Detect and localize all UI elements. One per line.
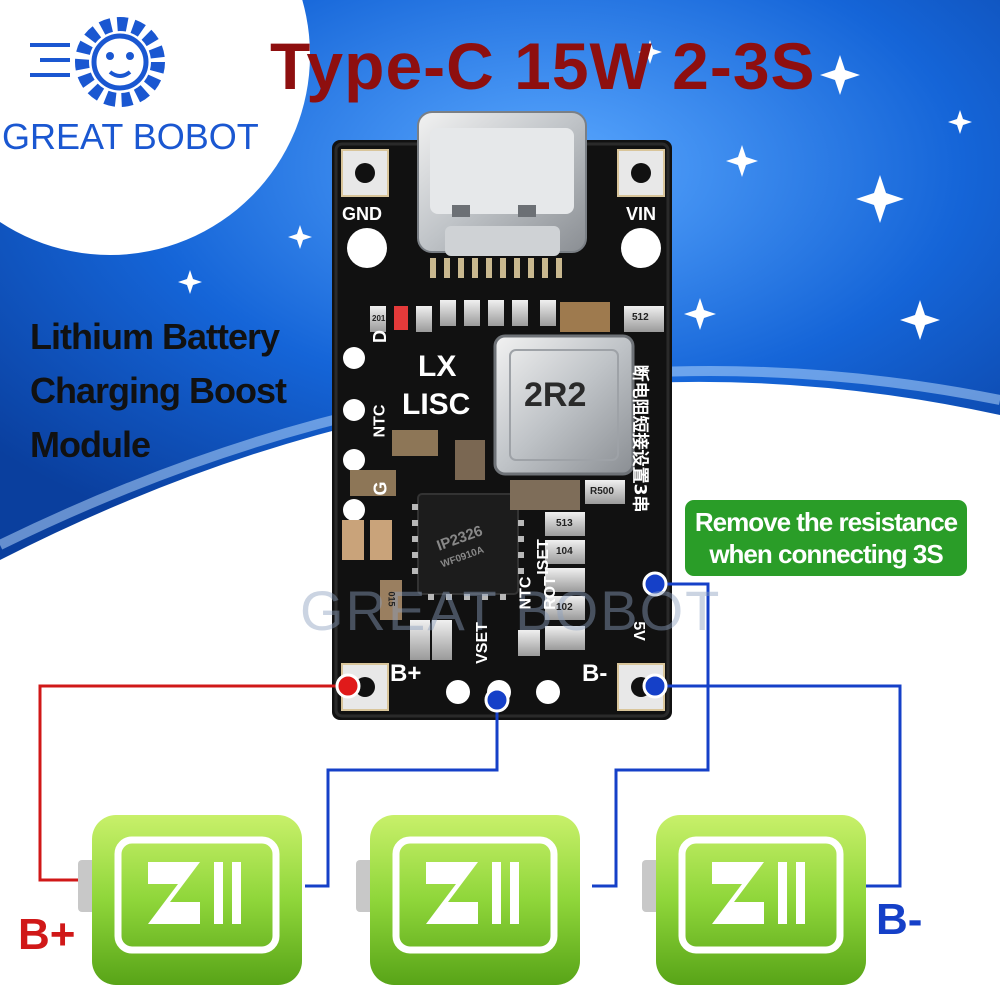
battery-2 (356, 815, 580, 985)
red-led (394, 306, 408, 330)
brand-watermark: GREAT BOBOT (300, 579, 722, 642)
pad-label-b-plus: B+ (390, 660, 422, 687)
ic-chip (412, 493, 524, 600)
smd-components (342, 300, 664, 660)
silk-r201: 201 (372, 314, 386, 323)
usb-pins (430, 258, 562, 278)
usb-c-connector (417, 111, 587, 256)
gear-robot-icon (30, 17, 165, 107)
pad-label-vin: VIN (626, 204, 657, 224)
wiring (38, 582, 902, 888)
battery-1 (78, 815, 302, 985)
pad-label-ntc: NTC (371, 404, 389, 438)
battery-charging-icon (148, 862, 805, 924)
silk-cn-label: 断电阻短接设置3串 (629, 364, 650, 513)
inductor-marking: 2R2 (524, 376, 587, 414)
silk-r513: 513 (556, 518, 573, 529)
battery-positive-label: B+ (18, 910, 76, 959)
gnd-pad (347, 228, 387, 268)
battery-negative-label: B- (876, 895, 923, 944)
pad-label-b-minus: B- (582, 660, 608, 687)
description-line-3: Module (30, 424, 151, 465)
pad-label-gnd: GND (342, 204, 382, 224)
silk-ntc: NTC (517, 576, 535, 610)
silk-r015: 015 (386, 591, 397, 607)
description-line-1: Lithium Battery (30, 316, 280, 357)
brand-name: GREAT BOBOT (2, 116, 259, 157)
left-edge-pads (343, 347, 365, 521)
callout-line-1: Remove the resistance (694, 507, 958, 537)
pad-label-d: D (370, 330, 390, 343)
silk-r104: 104 (556, 546, 573, 557)
silk-lx: LX (418, 350, 457, 383)
silk-5v: 5V (629, 621, 647, 641)
description-line-2: Charging Boost (30, 370, 287, 411)
silk-lisc: LISC (402, 388, 471, 421)
callout-line-2: when connecting 3S (709, 539, 943, 569)
battery-3 (642, 815, 866, 985)
connection-dots (335, 571, 668, 713)
silk-r500: R500 (590, 486, 614, 497)
silk-vset: VSET (473, 622, 491, 664)
silk-iset: ISET (534, 539, 552, 575)
silk-r102: 102 (556, 602, 573, 613)
callout-box: Remove the resistance when connecting 3S (682, 497, 970, 579)
silk-r512: 512 (632, 312, 649, 323)
pad-label-g: G (370, 481, 391, 496)
product-title: Type-C 15W 2-3S (270, 29, 816, 103)
vin-pad (621, 228, 661, 268)
inductor (493, 334, 635, 476)
